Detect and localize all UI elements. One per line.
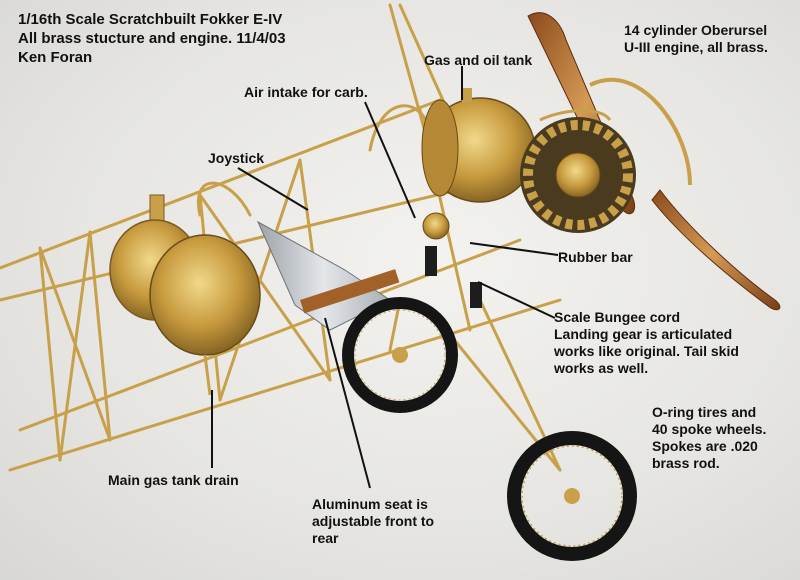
callout-lines: [211, 66, 559, 489]
callout-line: Joystick: [208, 150, 265, 166]
title-line: 1/16th Scale Scratchbuilt Fokker E-IV: [18, 11, 283, 28]
callout-line: Rubber bar: [558, 249, 633, 265]
callout-engine: 14 cylinder Oberursel U-III engine, all …: [624, 22, 768, 56]
callout-line: Gas and oil tank: [424, 52, 533, 68]
callout-line: adjustable front to: [312, 513, 435, 529]
rubber-bar-block: [425, 246, 437, 276]
photo-title: 1/16th Scale Scratchbuilt Fokker E-IV Al…: [18, 10, 286, 67]
gas-and-oil-tank: [421, 88, 536, 203]
callout-line: 14 cylinder Oberursel: [624, 22, 768, 38]
callout-gas-oil-tank: Gas and oil tank: [424, 52, 532, 69]
callout-line: brass rod.: [652, 455, 720, 471]
callout-line: Spokes are .020: [652, 438, 758, 454]
callout-line: works as well.: [554, 360, 649, 376]
callout-line: U-III engine, all brass.: [624, 39, 768, 55]
callout-line: 40 spoke wheels.: [652, 421, 767, 437]
callout-rubber-bar: Rubber bar: [558, 249, 633, 266]
callout-line: rear: [312, 530, 339, 546]
callout-line: Air intake for carb.: [244, 84, 368, 100]
bungee-block: [470, 282, 482, 308]
callout-drain: Main gas tank drain: [108, 472, 239, 489]
front-wheel: [507, 431, 637, 561]
callout-line: Scale Bungee cord: [554, 309, 681, 325]
carb-intake: [422, 212, 450, 240]
callout-air-intake: Air intake for carb.: [244, 84, 368, 101]
callout-line: Landing gear is articulated: [554, 326, 733, 342]
rear-wheel: [342, 297, 458, 413]
callout-seat: Aluminum seat is adjustable front to rea…: [312, 496, 434, 547]
callout-tires: O-ring tires and 40 spoke wheels. Spokes…: [652, 404, 766, 472]
main-gas-tank: [109, 194, 261, 396]
rotary-engine: [520, 77, 692, 233]
title-line: All brass stucture and engine. 11/4/03: [18, 30, 286, 47]
callout-bungee: Scale Bungee cord Landing gear is articu…: [554, 309, 739, 377]
title-line: Ken Foran: [18, 49, 93, 66]
callout-line: O-ring tires and: [652, 404, 757, 420]
callout-line: works like original. Tail skid: [554, 343, 739, 359]
callout-line: Aluminum seat is: [312, 496, 428, 512]
callout-joystick: Joystick: [208, 150, 264, 167]
callout-line: Main gas tank drain: [108, 472, 239, 488]
